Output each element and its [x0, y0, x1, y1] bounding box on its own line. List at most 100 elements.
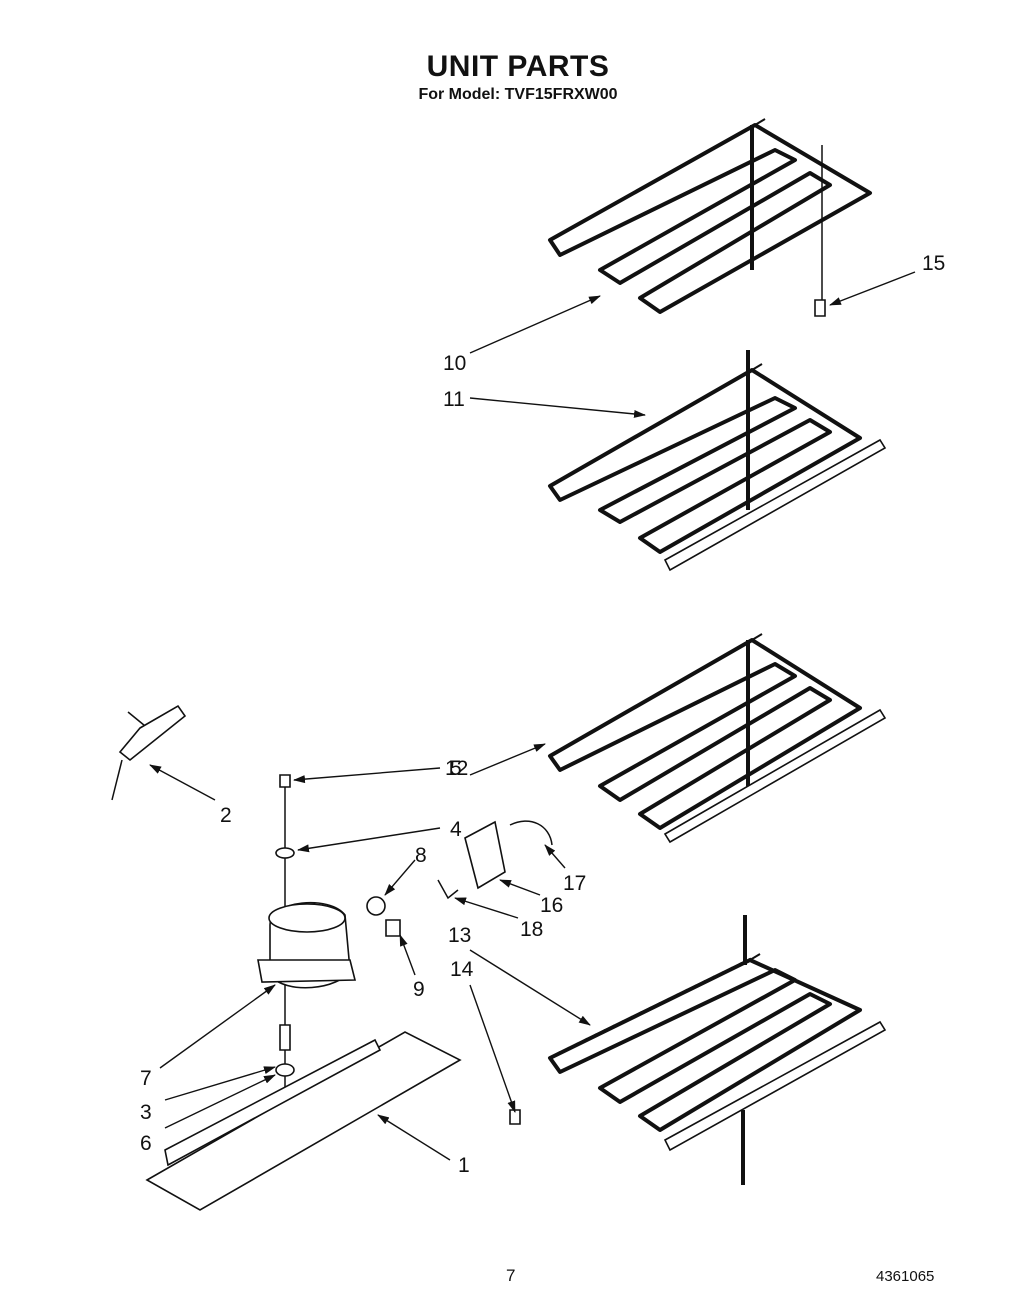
fin-line [723, 648, 735, 657]
fin-line [749, 953, 761, 961]
fin-line [558, 473, 570, 482]
fin-line [676, 988, 688, 997]
fin-line [704, 975, 716, 984]
fin-line [687, 400, 699, 408]
leader-lines [149, 271, 916, 1161]
callout-5: 5 [450, 757, 462, 780]
fin-line [549, 1051, 561, 1059]
fin-line [661, 170, 673, 179]
callout-3: 3 [140, 1101, 152, 1124]
fin-line [694, 979, 706, 988]
fin-line [751, 633, 763, 641]
fin-line [726, 133, 738, 142]
fin-line [595, 452, 607, 461]
drier-part-2 [111, 704, 187, 801]
fin-line [632, 701, 644, 710]
fin-line [717, 139, 729, 147]
callout-2: 2 [220, 804, 232, 827]
fin-line [613, 1019, 625, 1028]
page-number: 7 [506, 1266, 516, 1285]
fin-line [622, 436, 634, 445]
fin-line [558, 227, 570, 236]
fin-line [696, 394, 708, 403]
callout-12: 12 [445, 757, 468, 780]
fin-line [641, 696, 653, 705]
fin-line [586, 458, 598, 466]
callout-1: 1 [458, 1154, 470, 1177]
fin-line [549, 749, 561, 757]
fin-line [605, 201, 617, 210]
page-title: UNIT PARTS [426, 50, 610, 83]
fin-line [713, 970, 725, 979]
fin-line [568, 222, 580, 231]
fin-line [731, 962, 743, 970]
fin-line [613, 712, 625, 720]
fin-line [577, 733, 589, 742]
fin-line [595, 722, 607, 731]
fin-line [586, 728, 598, 736]
callout-13: 13 [448, 924, 471, 947]
fin-line [604, 717, 616, 726]
fin-line [613, 442, 625, 450]
fin-line [685, 984, 697, 993]
fin-line [577, 463, 589, 472]
fin-line [641, 426, 653, 435]
fin-line [670, 165, 682, 173]
fin-line [558, 1046, 570, 1055]
fin-line [742, 638, 754, 647]
fin-line [604, 447, 616, 456]
fin-line [678, 405, 690, 414]
fin-line [567, 738, 579, 747]
fin-line [678, 675, 690, 684]
fin-line [735, 128, 747, 137]
callout-18: 18 [520, 918, 543, 941]
fin-line [622, 706, 634, 715]
fin-line [668, 410, 680, 419]
fin-line [596, 207, 608, 215]
fin-line [594, 1028, 606, 1037]
fin-line [650, 421, 662, 429]
fin-line [689, 154, 701, 163]
document-number: 4361065 [876, 1268, 935, 1285]
fin-line [622, 1015, 634, 1024]
callout-4: 4 [450, 818, 462, 841]
fin-line [642, 180, 654, 189]
fin-line [649, 1002, 661, 1010]
fin-line [658, 997, 670, 1006]
fin-line [705, 389, 717, 398]
fin-line [714, 384, 726, 392]
fin-line [577, 217, 589, 226]
model-subtitle: For Model: TVF15FRXW00 [418, 86, 618, 103]
fin-line [751, 363, 763, 371]
fin-line [659, 685, 671, 694]
fin-line [586, 212, 598, 220]
callout-9: 9 [413, 978, 425, 1001]
fin-line [733, 373, 745, 382]
evaporator-shelf-12 [548, 638, 887, 844]
fin-line [659, 415, 671, 424]
fin-line [549, 233, 561, 241]
fin-line [707, 144, 719, 152]
fin-line [687, 670, 699, 678]
fin-line [667, 993, 679, 1001]
callout-7: 7 [140, 1067, 152, 1090]
fin-line [723, 378, 735, 387]
fin-line [604, 1024, 616, 1033]
evaporator-shelf-11 [548, 350, 887, 572]
fin-line [567, 1042, 579, 1050]
callout-8: 8 [415, 844, 427, 867]
fin-line [696, 664, 708, 673]
fin-line [632, 431, 644, 440]
callout-labels: 1 2 3 4 5 6 7 8 9 10 11 12 13 14 15 16 1… [140, 252, 945, 1177]
fin-line [668, 680, 680, 689]
fin-line [549, 479, 561, 487]
callout-16: 16 [540, 894, 563, 917]
fin-line [640, 1006, 652, 1015]
fin-line [733, 643, 745, 652]
fin-line [567, 468, 579, 477]
callout-10: 10 [443, 352, 466, 375]
fin-line [576, 1037, 588, 1046]
fin-line [705, 659, 717, 668]
fin-line [614, 196, 626, 205]
